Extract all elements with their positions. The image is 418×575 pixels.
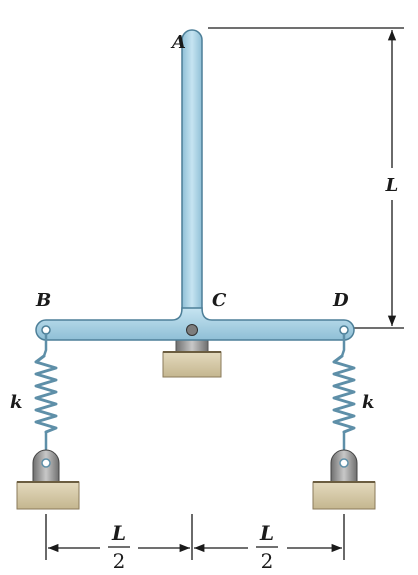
pin-c (186, 324, 198, 336)
spring-support-left (16, 449, 80, 510)
label-spring-left-k: k (10, 392, 22, 413)
center-support-base (162, 351, 222, 378)
label-a: A (170, 32, 186, 53)
spring-support-right (312, 449, 376, 510)
dimension-left-numerator: L (111, 521, 126, 545)
spring-right (332, 332, 356, 458)
bottom-dimensions: L 2 L 2 (45, 514, 345, 573)
center-support (162, 335, 222, 378)
label-c: C (212, 290, 227, 311)
spring-left (34, 332, 58, 458)
label-d: D (332, 290, 349, 311)
dimension-label-vertical: L (385, 175, 399, 196)
label-spring-right-k: k (362, 392, 374, 413)
vertical-dimension: L (208, 27, 404, 329)
horizontal-bar-bd (35, 307, 355, 341)
vertical-bar-ca (181, 29, 203, 323)
dimension-right-numerator: L (259, 521, 274, 545)
dimension-right-denominator: 2 (261, 549, 274, 573)
label-b: B (35, 290, 51, 311)
dimension-left-denominator: 2 (113, 549, 126, 573)
